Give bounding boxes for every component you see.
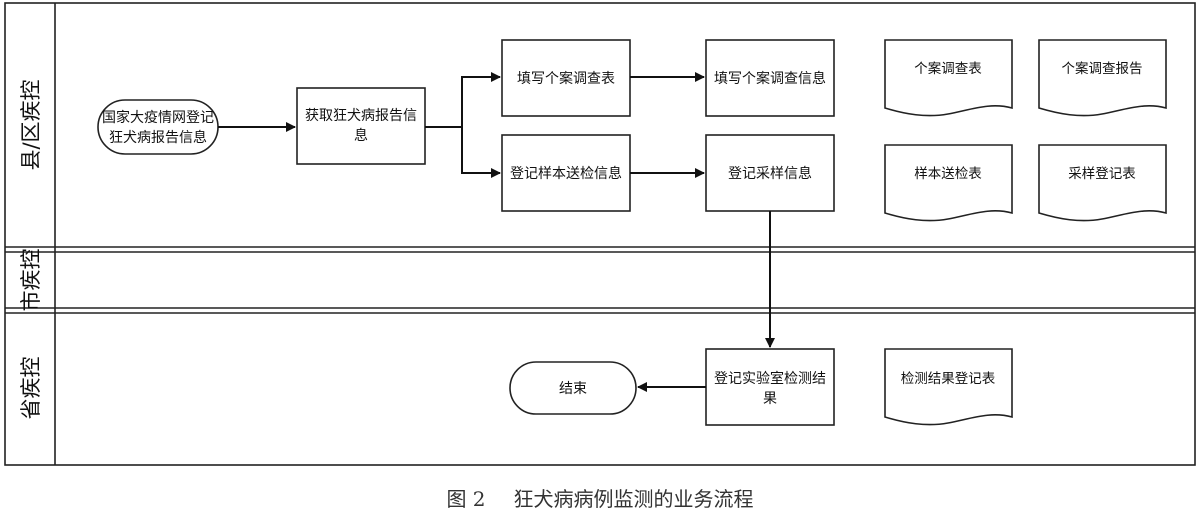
lane-label-city: 市疾控	[19, 249, 43, 312]
document-sample-form: 样本送检表	[884, 144, 1013, 222]
end-node-label: 结束	[559, 381, 587, 397]
document-case-report: 个案调查报告	[1038, 39, 1167, 117]
register-sample-node: 登记样本送检信息	[501, 134, 631, 212]
start-node-line-2: 狂犬病报告信息	[109, 129, 207, 146]
document-sampling-form: 采样登记表	[1038, 144, 1167, 222]
document-result-form: 检测结果登记表	[884, 348, 1013, 426]
lane-label-province: 省疾控	[19, 357, 43, 420]
document-sample-form-label: 样本送检表	[914, 166, 982, 182]
lane-label-county: 县/区疾控	[19, 79, 43, 170]
figure-title: 狂犬病病例监测的业务流程	[513, 486, 754, 511]
swimlane-frame	[4, 2, 1196, 466]
fill-case-form-node: 填写个案调查表	[501, 39, 631, 117]
document-case-form: 个案调查表	[884, 39, 1013, 117]
register-sampling-node: 登记采样信息	[705, 134, 835, 212]
register-sampling-label: 登记采样信息	[728, 165, 812, 182]
fill-case-info-label: 填写个案调查信息	[714, 70, 826, 87]
end-node: 结束	[509, 361, 637, 415]
get-report-line-2: 息	[354, 127, 368, 144]
fill-case-info-node: 填写个案调查信息	[705, 39, 835, 117]
start-node: 国家大疫情网登记 狂犬病报告信息	[97, 99, 219, 155]
document-case-report-label: 个案调查报告	[1062, 60, 1143, 77]
get-report-line-1: 获取狂犬病报告信	[305, 108, 417, 124]
start-node-line-1: 国家大疫情网登记	[102, 109, 214, 126]
register-lab-result-line-1: 登记实验室检测结	[714, 370, 826, 387]
document-sampling-form-label: 采样登记表	[1068, 166, 1136, 182]
document-result-form-label: 检测结果登记表	[901, 371, 996, 387]
fill-case-form-label: 填写个案调查表	[517, 70, 615, 87]
flowchart-diagram: 县/区疾控 市疾控 省疾控 国家大疫情网登记 狂犬病报告信息 获取狂犬病报告信 …	[4, 2, 1196, 466]
register-lab-result-line-2: 果	[763, 391, 777, 407]
edge-to-register-sample	[461, 127, 501, 178]
edges	[218, 72, 775, 392]
register-sample-label: 登记样本送检信息	[510, 165, 622, 182]
edge-to-fill-case-form	[461, 72, 501, 127]
register-lab-result-node: 登记实验室检测结 果	[705, 348, 835, 426]
figure-caption: 图 2 狂犬病病例监测的业务流程	[0, 474, 1200, 520]
figure-label: 图 2	[446, 486, 486, 511]
document-case-form-label: 个案调查表	[914, 60, 982, 77]
get-report-node: 获取狂犬病报告信 息	[296, 87, 426, 165]
